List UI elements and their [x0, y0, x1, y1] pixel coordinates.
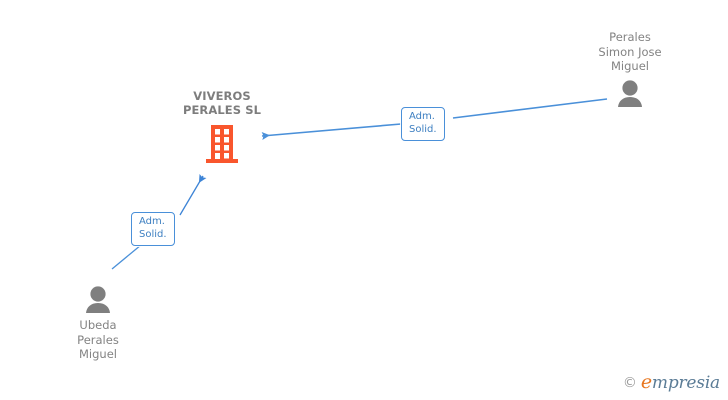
company-node-viveros-perales-sl[interactable]: VIVEROS PERALES SL: [163, 89, 281, 165]
company-icon-wrap: [163, 123, 281, 165]
person-name-label: Perales Simon Jose Miguel: [598, 30, 662, 73]
person-icon-wrap: [43, 285, 153, 313]
company-name-label: VIVEROS PERALES SL: [182, 89, 262, 117]
edge-label-ubeda-perales-miguel[interactable]: Adm. Solid.: [131, 212, 175, 246]
edge-line-right-outer: [452, 98, 608, 119]
person-name-label: Ubeda Perales Miguel: [77, 318, 119, 361]
copyright-icon: ©: [622, 374, 637, 391]
person-node-perales-simon-jose-miguel[interactable]: Perales Simon Jose Miguel: [575, 30, 685, 107]
watermark: © empresia: [623, 373, 720, 392]
brand-initial: e: [640, 371, 652, 393]
person-node-ubeda-perales-miguel[interactable]: Ubeda Perales Miguel: [43, 285, 153, 362]
person-icon[interactable]: [82, 285, 114, 313]
edge-line-right-inner: [261, 123, 402, 140]
building-icon[interactable]: [205, 123, 239, 165]
edge-line-left-outer: [111, 244, 142, 270]
person-icon[interactable]: [614, 79, 646, 107]
edge-line-left-inner: [179, 173, 207, 216]
edge-label-perales-simon-jose-miguel[interactable]: Adm. Solid.: [401, 107, 445, 141]
brand-rest: mpresia: [651, 373, 720, 393]
brand-logo: empresia: [641, 373, 720, 392]
person-icon-wrap: [575, 79, 685, 107]
